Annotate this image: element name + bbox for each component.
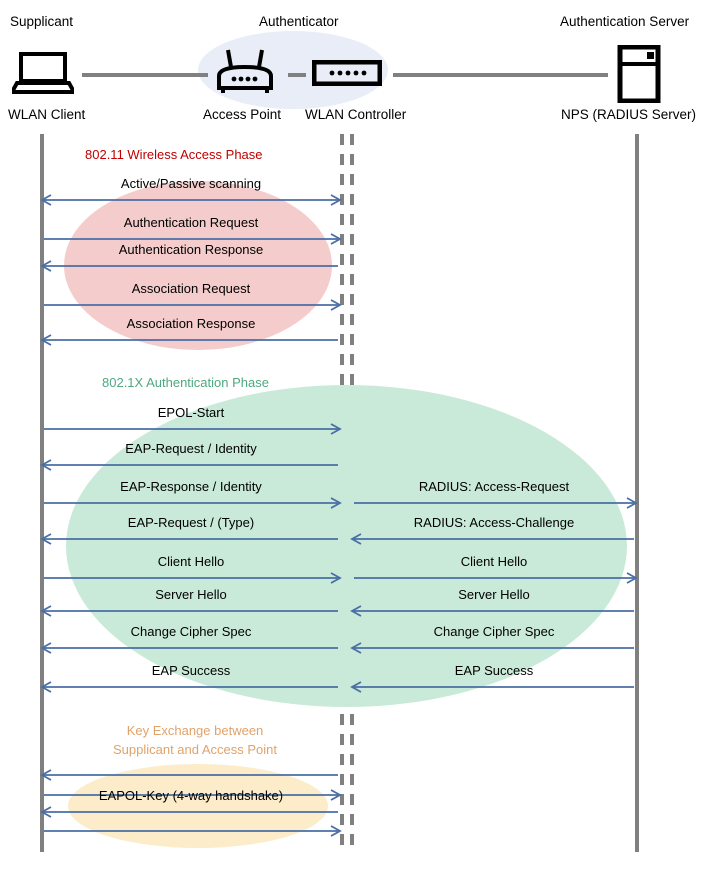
msg-label-left-authentication-response-2: Authentication Response [118, 242, 264, 257]
msg-label-right-change-cipher-spec-4: Change Cipher Spec [433, 624, 555, 639]
wire-client-to-ap [82, 73, 208, 77]
msg-label-right-radius-access-request-0: RADIUS: Access-Request [418, 479, 570, 494]
msg-label-left-eapol-key-4-way-handshake-15: EAPOL-Key (4-way handshake) [98, 788, 284, 803]
arrow-left-eapol-key-4-way-handshake-15 [40, 806, 338, 818]
msg-label-right-client-hello-2: Client Hello [460, 554, 528, 569]
phase-ellipse-key-exchange [68, 764, 328, 848]
arrow-right-client-hello-2 [354, 572, 638, 584]
role-label-authenticator: Authenticator [259, 14, 339, 29]
arrow-left-unlabeled-14 [44, 789, 342, 801]
msg-label-right-eap-success-5: EAP Success [454, 663, 534, 678]
wire-ap-to-controller [288, 73, 306, 77]
msg-label-left-change-cipher-spec-11: Change Cipher Spec [130, 624, 252, 639]
msg-label-left-server-hello-10: Server Hello [155, 587, 227, 602]
msg-label-right-server-hello-3: Server Hello [458, 587, 530, 602]
msg-label-left-association-response-4: Association Response [126, 316, 256, 331]
arrow-right-server-hello-3 [350, 605, 634, 617]
arrow-left-unlabeled-16 [44, 825, 342, 837]
laptop-icon [8, 52, 78, 99]
device-label-access-point: Access Point [203, 107, 282, 122]
arrow-right-change-cipher-spec-4 [350, 642, 634, 654]
phase-title-key-exchange-line2: Supplicant and Access Point [112, 741, 278, 757]
arrow-right-radius-access-request-0 [354, 497, 638, 509]
msg-label-left-active-passive-scanning-0: Active/Passive scanning [120, 176, 262, 191]
arrow-right-eap-success-5 [350, 681, 634, 693]
lifeline-auth-server [635, 134, 639, 852]
network-switch-icon [311, 59, 383, 91]
msg-label-left-eap-response-identity-7: EAP-Response / Identity [120, 479, 262, 494]
arrow-left-eap-success-12 [40, 681, 338, 693]
role-label-authentication-server: Authentication Server [560, 14, 690, 29]
arrow-left-server-hello-10 [40, 605, 338, 617]
arrow-left-association-response-4 [40, 334, 338, 346]
phase-title-key-exchange-line1: Key Exchange between [126, 723, 264, 738]
device-label-wlan-controller: WLAN Controller [305, 107, 407, 122]
device-label-wlan-client: WLAN Client [8, 107, 86, 122]
role-label-supplicant: Supplicant [10, 14, 74, 29]
device-label-nps-radius-server: NPS (RADIUS Server) [561, 107, 697, 122]
arrow-left-epol-start-5 [44, 423, 342, 435]
msg-label-left-eap-request-identity-6: EAP-Request / Identity [125, 441, 257, 456]
server-tower-icon [617, 44, 661, 108]
arrow-left-unlabeled-13 [40, 769, 338, 781]
msg-label-left-epol-start-5: EPOL-Start [157, 405, 225, 420]
arrow-left-client-hello-9 [44, 572, 342, 584]
msg-label-left-eap-success-12: EAP Success [151, 663, 231, 678]
lifeline-supplicant [40, 134, 44, 852]
wireless-router-icon [215, 48, 275, 99]
wire-controller-to-server [393, 73, 608, 77]
msg-label-left-eap-request-type-8: EAP-Request / (Type) [127, 515, 255, 530]
arrow-left-association-request-3 [44, 299, 342, 311]
arrow-left-authentication-request-1 [44, 233, 342, 245]
phase-title-80211: 802.11 Wireless Access Phase [85, 147, 263, 162]
arrow-left-active-passive-scanning-0 [40, 194, 342, 206]
msg-label-left-association-request-3: Association Request [131, 281, 251, 296]
arrow-right-radius-access-challenge-1 [350, 533, 634, 545]
msg-label-left-authentication-request-1: Authentication Request [123, 215, 259, 230]
phase-title-8021x: 802.1X Authentication Phase [102, 375, 269, 390]
arrow-left-eap-response-identity-7 [44, 497, 342, 509]
msg-label-left-client-hello-9: Client Hello [157, 554, 225, 569]
arrow-left-eap-request-type-8 [40, 533, 338, 545]
arrow-left-authentication-response-2 [40, 260, 338, 272]
arrow-left-change-cipher-spec-11 [40, 642, 338, 654]
phase-ellipse-8021x [66, 385, 627, 707]
arrow-left-eap-request-identity-6 [40, 459, 338, 471]
msg-label-right-radius-access-challenge-1: RADIUS: Access-Challenge [413, 515, 575, 530]
